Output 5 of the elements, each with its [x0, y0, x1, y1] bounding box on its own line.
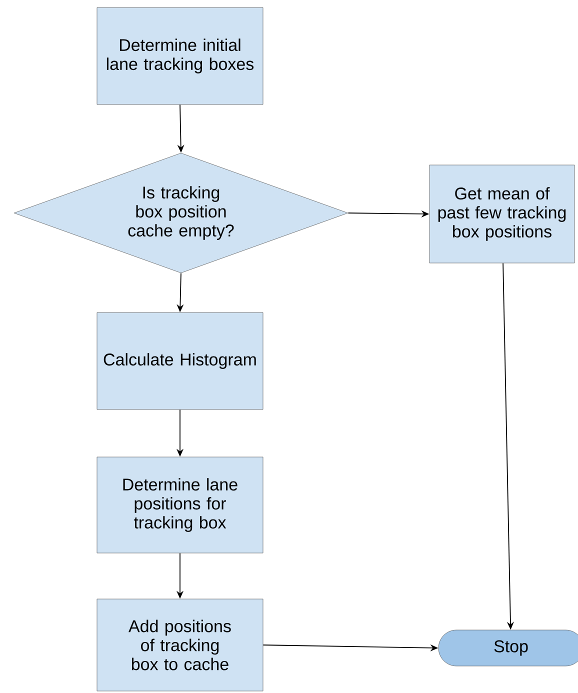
- process-box: Get mean of past few tracking box positions: [429, 164, 575, 264]
- process-box: Add positions of tracking box to cache: [96, 598, 264, 692]
- process-box: Determine initial lane tracking boxes: [96, 7, 264, 105]
- process-box: Determine lane positions for tracking box: [96, 456, 264, 554]
- process-box: Calculate Histogram: [96, 312, 264, 410]
